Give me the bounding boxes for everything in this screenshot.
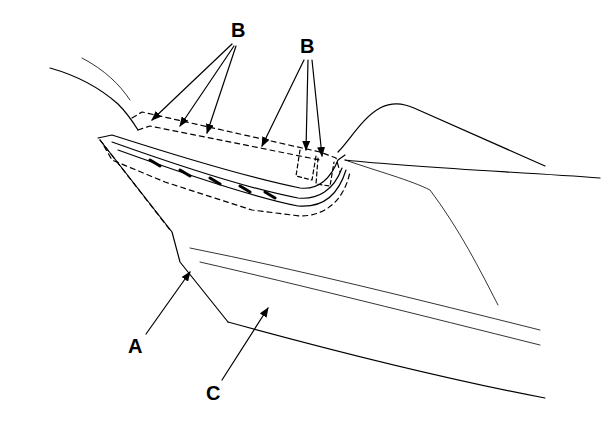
callout-letter: B <box>231 20 245 40</box>
callout-letter: C <box>206 383 220 403</box>
callout-letter: A <box>128 336 142 356</box>
callout-letter: B <box>300 36 314 56</box>
